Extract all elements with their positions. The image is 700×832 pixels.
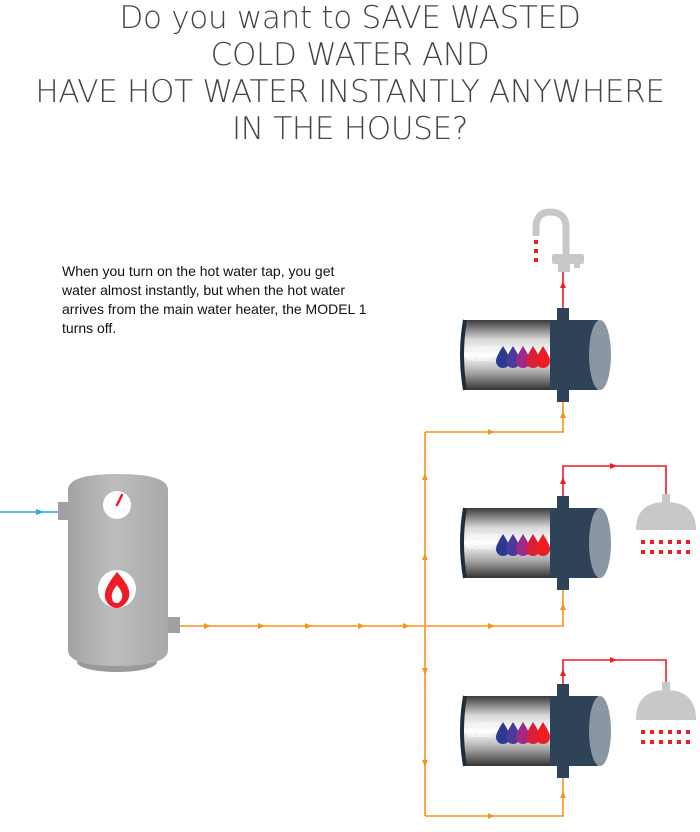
unit-brand-label: HEATWORKS [468,722,503,728]
description-text: When you turn on the hot water tap, you … [62,263,367,336]
shower-icon [636,494,696,554]
flame-icon [98,570,136,608]
cold-water-inlet-pipe [0,509,60,515]
model-1-unit: HEATWORKS MODEL 1 [460,684,611,778]
unit-model-label: MODEL 1 [467,542,500,551]
unit-brand-label: HEATWORKS [468,534,503,540]
headline: Do you want to SAVE WASTED COLD WATER AN… [0,0,700,148]
unit-model-label: MODEL 1 [467,354,500,363]
gauge-icon [103,491,131,519]
water-drop-icon [496,346,550,368]
faucet-icon [532,208,584,272]
main-water-heater [58,474,180,672]
headline-line-1: Do you want to SAVE WASTED [119,0,581,36]
unit-brand-label: HEATWORKS [468,346,503,352]
water-drop-icon [496,534,550,556]
model-1-unit: HEATWORKS MODEL 1 [460,496,611,590]
water-drop-icon [496,722,550,744]
model-1-unit: HEATWORKS MODEL 1 [460,308,611,402]
feed-flow-arrows [204,411,566,819]
shower-icon [636,682,696,744]
unit-model-label: MODEL 1 [467,730,500,739]
headline-line-4: IN THE HOUSE? [231,111,469,147]
outlet-flow-arrows [560,281,617,676]
headline-line-3: HAVE HOT WATER INSTANTLY ANYWHERE [35,74,665,110]
headline-line-2: COLD WATER AND [210,37,490,73]
hot-feed-pipes [178,400,564,817]
